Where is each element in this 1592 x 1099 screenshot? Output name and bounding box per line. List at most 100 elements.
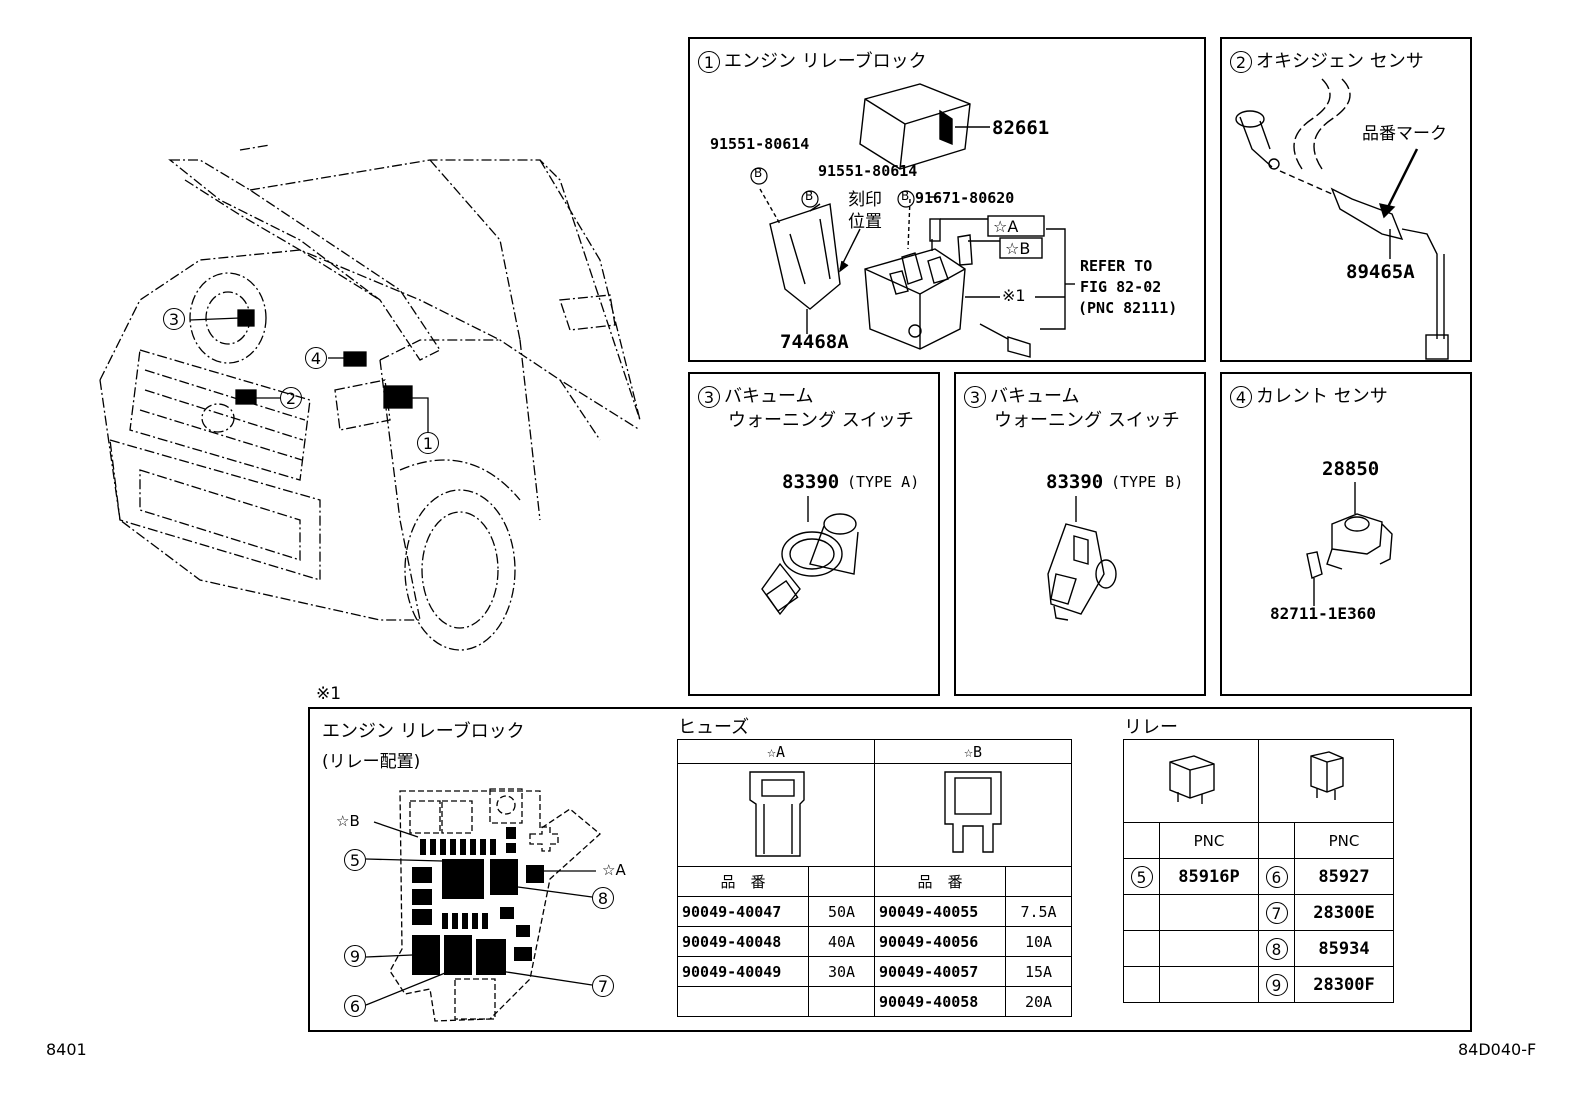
fuse-row: 90049-40049 30A 90049-40057 15A bbox=[677, 956, 1072, 987]
fuse-col-a-header: ☆A bbox=[677, 739, 875, 764]
star-b-label: ☆B bbox=[336, 812, 360, 830]
refer-line-1: REFER TO bbox=[1080, 257, 1153, 275]
fuse-b-amp: 15A bbox=[1005, 956, 1072, 987]
relay-pnc: 28300E bbox=[1294, 894, 1394, 931]
vehicle-overview: 3 2 4 1 bbox=[0, 0, 680, 680]
fuse-table: ☆A ☆B bbox=[677, 739, 1072, 1017]
footer-page-code: 8401 bbox=[46, 1040, 87, 1059]
part-bracket: 74468A bbox=[780, 331, 849, 353]
vehicle-illustration bbox=[99, 144, 641, 651]
b-mark-1: B bbox=[754, 166, 763, 180]
b-mark-2: B bbox=[805, 189, 814, 203]
layout-callout-5: 5 bbox=[344, 849, 366, 871]
fuse-a-pn: 90049-40047 bbox=[677, 896, 809, 927]
fuse-b-label: ☆B bbox=[1005, 239, 1031, 258]
part-type: (TYPE A) bbox=[847, 473, 920, 491]
relay-row: 8 85934 bbox=[1123, 930, 1394, 967]
vehicle-callout-4: 4 bbox=[305, 347, 327, 369]
fuse-a-amp: 30A bbox=[808, 956, 875, 987]
part-oxygen-sensor: 89465A bbox=[1346, 261, 1415, 283]
refer-line-3: (PNC 82111) bbox=[1078, 299, 1178, 317]
relay-block-drawing bbox=[750, 83, 1075, 358]
relay-pnc: 85934 bbox=[1294, 930, 1394, 967]
part-bolt-c: 91671-80620 bbox=[915, 189, 1015, 207]
fuse-a-pn: 90049-40049 bbox=[677, 956, 809, 987]
relay-row: 5 85916P 6 85927 bbox=[1123, 858, 1394, 895]
panel-number: 2 bbox=[1230, 51, 1252, 73]
fuse-b-amp: 7.5A bbox=[1005, 896, 1072, 927]
pnc-header-left: PNC bbox=[1159, 822, 1259, 859]
layout-callout-7: 7 bbox=[592, 975, 614, 997]
part-vacuum-switch: 83390 bbox=[782, 471, 840, 493]
relay-icon-cell-left bbox=[1123, 739, 1259, 823]
footer-figure-code: 84D040-F bbox=[1458, 1040, 1537, 1059]
panel-number: 3 bbox=[964, 386, 986, 408]
pnc-header-right: PNC bbox=[1294, 822, 1394, 859]
part-no-header-a: 品 番 bbox=[677, 866, 809, 897]
panel-title-text: バキューム bbox=[990, 386, 1080, 407]
relay-row: 9 28300F bbox=[1123, 966, 1394, 1003]
relay-row: 7 28300E bbox=[1123, 894, 1394, 931]
note-mark: ※1 bbox=[1002, 286, 1026, 305]
part-bolt-a: 91551-80614 bbox=[710, 135, 810, 153]
vehicle-callout-3: 3 bbox=[163, 308, 185, 330]
fuse-b-amp: 20A bbox=[1005, 986, 1072, 1017]
stamp-position-label: 刻印 bbox=[848, 190, 882, 210]
relay-num: 7 bbox=[1265, 901, 1288, 924]
layout-callout-6: 6 bbox=[344, 995, 366, 1017]
b-mark-3: B bbox=[901, 189, 910, 203]
refer-line-2: FIG 82-02 bbox=[1080, 278, 1162, 296]
part-vacuum-switch: 83390 bbox=[1046, 471, 1104, 493]
panel-title-text: オキシジェン センサ bbox=[1256, 51, 1424, 72]
panel-number: 3 bbox=[698, 386, 720, 408]
fuse-row: 90049-40058 20A bbox=[677, 986, 1072, 1017]
fuse-a-image-cell bbox=[677, 763, 875, 867]
part-current-sensor-clip: 82711-1E360 bbox=[1270, 604, 1376, 623]
fuse-row: 90049-40047 50A 90049-40055 7.5A bbox=[677, 896, 1072, 927]
panel-number: 4 bbox=[1230, 386, 1252, 408]
relay-small-icon bbox=[1310, 751, 1344, 800]
part-number-mark-label: 品番マーク bbox=[1362, 124, 1447, 144]
vacuum-switch-b-drawing bbox=[1047, 496, 1117, 621]
fuse-b-pn: 90049-40056 bbox=[874, 926, 1006, 957]
fuse-a-pn: 90049-40048 bbox=[677, 926, 809, 957]
fuse-b-amp: 10A bbox=[1005, 926, 1072, 957]
current-sensor-drawing bbox=[1306, 482, 1393, 606]
relay-block-subtitle: (リレー配置) bbox=[322, 752, 421, 772]
relay-pnc: 85927 bbox=[1294, 858, 1394, 895]
panel-subtitle: ウォーニング スイッチ bbox=[994, 410, 1180, 431]
fuse-title: ヒューズ bbox=[678, 717, 750, 738]
panel-title-text: エンジン リレーブロック bbox=[724, 51, 927, 72]
star-a-label: ☆A bbox=[602, 861, 626, 879]
vehicle-callout-2: 2 bbox=[280, 387, 302, 409]
part-cover: 82661 bbox=[992, 117, 1050, 139]
relay-pnc: 85916P bbox=[1159, 858, 1259, 895]
fuse-col-b-header: ☆B bbox=[874, 739, 1072, 764]
stamp-position-label-2: 位置 bbox=[848, 212, 882, 232]
panel-title-text: バキューム bbox=[724, 386, 814, 407]
note-mark: ※1 bbox=[316, 684, 342, 704]
panel-title-text: カレント センサ bbox=[1256, 386, 1388, 407]
relay-num: 8 bbox=[1265, 937, 1288, 960]
layout-callout-9: 9 bbox=[344, 945, 366, 967]
note-panel: エンジン リレーブロック (リレー配置) bbox=[308, 707, 1472, 1032]
part-bolt-b: 91551-80614 bbox=[818, 162, 918, 180]
panel-subtitle: ウォーニング スイッチ bbox=[728, 410, 914, 431]
fuse-a-label: ☆A bbox=[993, 217, 1019, 236]
relay-layout-drawing bbox=[365, 788, 601, 1022]
fuse-b-image-cell bbox=[874, 763, 1072, 867]
fuse-a-amp: 50A bbox=[808, 896, 875, 927]
vacuum-switch-a-drawing bbox=[761, 496, 859, 616]
fuse-row: 90049-40048 40A 90049-40056 10A bbox=[677, 926, 1072, 957]
layout-callout-8: 8 bbox=[592, 887, 614, 909]
fuse-a-icon bbox=[749, 771, 805, 857]
